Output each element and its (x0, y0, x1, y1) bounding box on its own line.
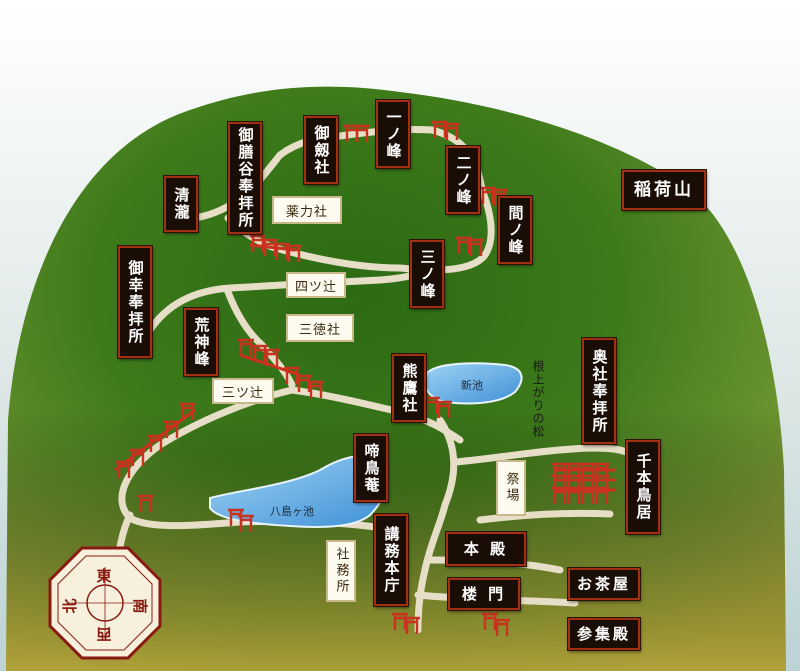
torii-gate (436, 400, 452, 418)
torii-gate (494, 618, 510, 636)
sign-arakami-mine[interactable]: 荒神峰 (184, 308, 218, 376)
sign-inariyama[interactable]: 稲荷山 (622, 170, 706, 210)
torii-gate (580, 474, 596, 492)
torii-gate (264, 348, 280, 366)
label-neagari-no-matsu: 根上がりの松 (531, 360, 545, 438)
torii-gate (594, 474, 610, 492)
sign-teicho-an[interactable]: 啼鳥菴 (354, 434, 388, 502)
label-mitsutsuji[interactable]: 三ツ辻 (212, 378, 274, 404)
torii-gate (552, 486, 568, 504)
torii-gate (354, 124, 370, 142)
torii-gate (482, 612, 498, 630)
label-shamusho[interactable]: 社務所 (326, 540, 356, 602)
label-yashima-ga-ike: 八島ヶ池 (270, 505, 314, 518)
label-santoku-sha[interactable]: 三徳社 (286, 314, 354, 342)
label-saijou[interactable]: 祭場 (496, 460, 526, 516)
compass-rose (48, 546, 162, 660)
torii-gate (580, 462, 596, 480)
torii-gate (274, 242, 290, 260)
torii-gate (284, 366, 300, 384)
compass-south: 南 (131, 598, 149, 614)
sign-ninomine[interactable]: 二ノ峰 (446, 146, 480, 214)
torii-gate (566, 486, 582, 504)
torii-gate (308, 380, 324, 398)
sign-okusha-houhaisho[interactable]: 奥社奉拝所 (582, 338, 616, 444)
torii-gate (594, 486, 610, 504)
torii-gate (228, 508, 244, 526)
sign-ochaya[interactable]: お茶屋 (568, 568, 640, 600)
sign-koumu-honchou[interactable]: 講務本庁 (374, 514, 408, 606)
sign-romon[interactable]: 楼 門 (448, 578, 520, 610)
sign-kiyotaki[interactable]: 清瀧 (164, 176, 198, 232)
sign-honden[interactable]: 本 殿 (446, 532, 526, 566)
torii-gate (492, 188, 508, 206)
label-yotsutsuji[interactable]: 四ツ辻 (286, 272, 346, 298)
torii-gate (594, 462, 610, 480)
torii-gate (566, 474, 582, 492)
sign-ainomine[interactable]: 間ノ峰 (498, 196, 532, 264)
torii-gate (424, 396, 440, 414)
torii-gate (130, 448, 146, 466)
torii-gate (344, 124, 360, 142)
torii-gate (238, 514, 254, 532)
torii-gate (468, 238, 484, 256)
torii-gate (404, 616, 420, 634)
compass-north: 北 (61, 598, 79, 614)
torii-gate (262, 238, 278, 256)
torii-gate (480, 186, 496, 204)
torii-gate (286, 244, 302, 262)
label-shin-ike: 新池 (461, 379, 483, 392)
compass-east: 東 (96, 567, 112, 585)
trail-east-branch (451, 444, 636, 466)
torii-gate (552, 474, 568, 492)
torii-gate (296, 374, 312, 392)
sign-kumataka-sha[interactable]: 熊鷹社 (392, 354, 426, 422)
torii-gate (456, 236, 472, 254)
torii-gates (116, 120, 610, 636)
label-yakuriki-sha[interactable]: 薬力社 (272, 196, 342, 224)
sign-gozendani-houhaisho[interactable]: 御膳谷奉拝所 (228, 122, 262, 234)
torii-gate (138, 494, 154, 512)
compass-west: 西 (96, 625, 112, 643)
sign-sannomine[interactable]: 三ノ峰 (410, 240, 444, 308)
sign-ichinomine[interactable]: 一ノ峰 (376, 100, 410, 168)
torii-gate (238, 338, 254, 356)
sign-sanshuden[interactable]: 参集殿 (568, 618, 640, 650)
torii-gate (116, 460, 132, 478)
torii-gate (250, 234, 266, 252)
sign-mitsurugi-sha[interactable]: 御劔社 (304, 116, 338, 184)
torii-gate (432, 120, 448, 138)
sign-senbon-torii[interactable]: 千本鳥居 (626, 440, 660, 534)
torii-gate (180, 402, 196, 420)
torii-gate (552, 462, 568, 480)
torii-gate (252, 344, 268, 362)
torii-gate (444, 122, 460, 140)
torii-gate (164, 420, 180, 438)
torii-gate (580, 486, 596, 504)
torii-gate (392, 612, 408, 630)
torii-gate (566, 462, 582, 480)
torii-gate (148, 434, 164, 452)
trail-east-lower (476, 509, 614, 524)
sign-miyuki-houhaisho[interactable]: 御幸奉拝所 (118, 246, 152, 358)
